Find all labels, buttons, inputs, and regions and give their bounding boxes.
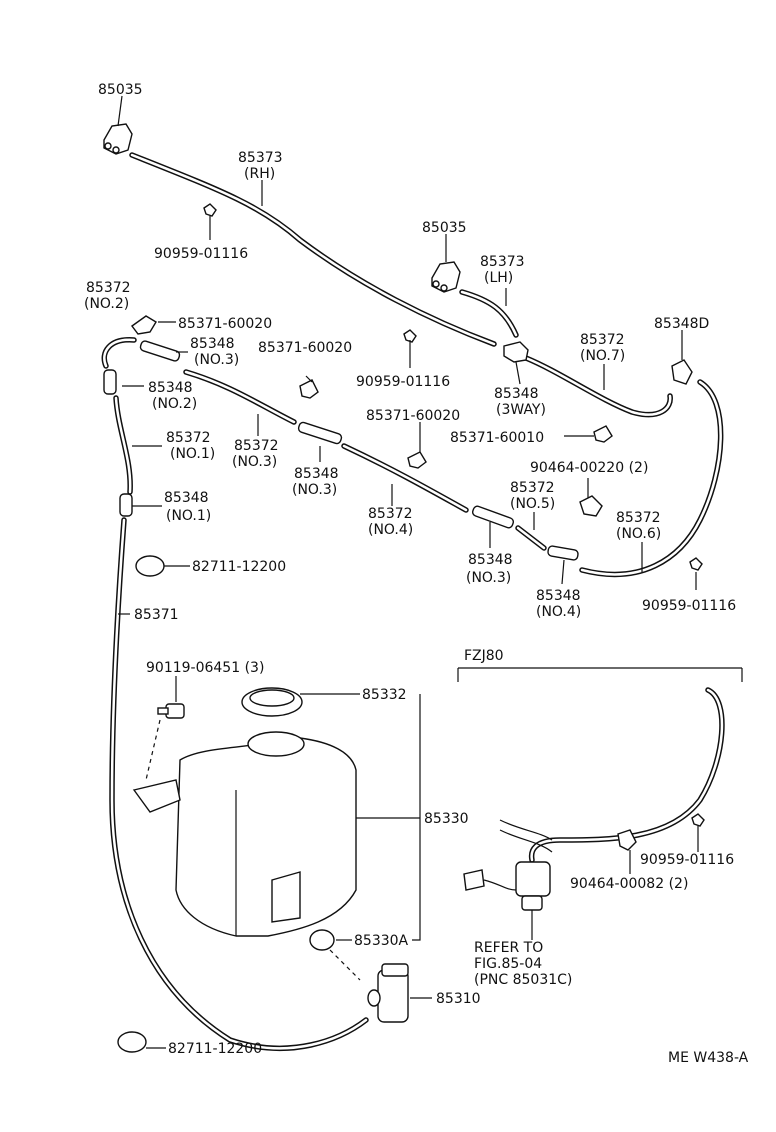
parts <box>103 123 705 1053</box>
label-hose-no3-sub: (NO.3) <box>232 454 277 470</box>
label-hose-rh-num: 85373 <box>238 150 283 166</box>
clip-90464-00082 <box>617 829 637 851</box>
label-refer-1: REFER TO <box>474 940 543 956</box>
label-joint-no1-sub: (NO.1) <box>166 508 211 524</box>
clamp-85371-60020-a <box>131 315 157 335</box>
label-hose-no4-sub: (NO.4) <box>368 522 413 538</box>
clip-90959-01116-b <box>403 329 417 343</box>
joint-85348-no1 <box>119 493 133 517</box>
label-hose-main: 85371 <box>134 607 179 623</box>
label-joint-no1-num: 85348 <box>164 490 209 506</box>
label-nozzle-lh: 85035 <box>422 220 467 236</box>
label-variant: FZJ80 <box>464 648 504 664</box>
label-tank: 85330 <box>424 811 469 827</box>
label-cap: 85332 <box>362 687 407 703</box>
joint-85348d <box>671 359 693 385</box>
label-hose-no5-num: 85372 <box>510 480 555 496</box>
label-clip-c: 90464-00220 (2) <box>530 460 648 476</box>
label-refer-2: FIG.85-04 <box>474 956 542 972</box>
label-joint-no4-num: 85348 <box>536 588 581 604</box>
nozzle-85035-lh <box>431 261 461 293</box>
cap-85332 <box>241 687 303 717</box>
label-clip-f: 90464-00082 (2) <box>570 876 688 892</box>
clip-90959-01116-a <box>203 203 217 217</box>
label-hose-lh-sub: (LH) <box>484 270 513 286</box>
label-hose-no1-sub: (NO.1) <box>170 446 215 462</box>
clamp-85371-60020-b <box>299 379 319 399</box>
hose-85372-no7 <box>523 355 673 418</box>
label-joint-3way-sub: (3WAY) <box>496 402 546 418</box>
label-drawing-code: ME W438-A <box>668 1050 749 1066</box>
joint-85348-3way <box>503 341 529 363</box>
label-clamp-c: 85371-60020 <box>366 408 460 424</box>
hoses <box>101 152 725 1052</box>
clip-90464-00220 <box>579 495 603 517</box>
joint-85348-no3-b <box>297 421 343 445</box>
clip-90959-01116-c <box>689 557 703 571</box>
tank-85330 <box>132 731 357 937</box>
label-joint-d: 85348D <box>654 316 709 332</box>
joint-85348-no3-c <box>471 505 515 529</box>
bolt-90119-06451 <box>157 703 185 719</box>
label-joint-no3a-sub: (NO.3) <box>194 352 239 368</box>
label-clip-d: 90959-01116 <box>642 598 736 614</box>
label-clip-a: 90959-01116 <box>154 246 248 262</box>
clamp-82711-12200-a <box>135 555 165 577</box>
label-joint-no3b-num: 85348 <box>294 466 339 482</box>
label-clip-b: 90959-01116 <box>356 374 450 390</box>
hose-85373-lh <box>459 289 519 338</box>
clamp-82711-12200-b <box>117 1031 147 1053</box>
label-joint-3way-num: 85348 <box>494 386 539 402</box>
label-joint-no2-num: 85348 <box>148 380 193 396</box>
label-joint-no3c-sub: (NO.3) <box>466 570 511 586</box>
label-clamp-e: 82711-12200 <box>192 559 286 575</box>
label-hose-lh-num: 85373 <box>480 254 525 270</box>
pump-fzj80 <box>463 861 551 911</box>
label-hose-no4-num: 85372 <box>368 506 413 522</box>
label-hose-no2-sub: (NO.2) <box>84 296 129 312</box>
label-hose-no7-sub: (NO.7) <box>580 348 625 364</box>
label-hose-rh-sub: (RH) <box>244 166 275 182</box>
grommet-85330a <box>309 929 335 951</box>
label-joint-no2-sub: (NO.2) <box>152 396 197 412</box>
label-clamp-b: 85371-60020 <box>258 340 352 356</box>
labels: 85035 85373 (RH) 90959-01116 85035 85373… <box>84 82 749 1066</box>
label-hose-no3-num: 85372 <box>234 438 279 454</box>
clamp-85371-60010 <box>593 425 613 443</box>
label-joint-no4-sub: (NO.4) <box>536 604 581 620</box>
label-clamp-f: 82711-12200 <box>168 1041 262 1057</box>
label-clip-e: 90959-01116 <box>640 852 734 868</box>
joint-85348-no2 <box>103 369 117 395</box>
nozzle-85035-rh <box>103 123 133 155</box>
label-joint-no3a-num: 85348 <box>190 336 235 352</box>
label-clamp-a: 85371-60020 <box>178 316 272 332</box>
pump-85310 <box>367 963 409 1023</box>
label-refer-3: (PNC 85031C) <box>474 972 572 988</box>
label-grommet: 85330A <box>354 933 409 949</box>
label-hose-no7-num: 85372 <box>580 332 625 348</box>
clamp-85371-60020-c <box>407 451 427 469</box>
hose-85372-no6 <box>579 379 724 578</box>
label-joint-no3b-sub: (NO.3) <box>292 482 337 498</box>
label-pump: 85310 <box>436 991 481 1007</box>
leader-lines <box>117 95 743 1049</box>
label-hose-no5-sub: (NO.5) <box>510 496 555 512</box>
hose-85372-no2 <box>101 337 137 369</box>
label-hose-no1-num: 85372 <box>166 430 211 446</box>
label-hose-no2-num: 85372 <box>86 280 131 296</box>
label-bolt: 90119-06451 (3) <box>146 660 264 676</box>
joint-85348-no4 <box>547 545 579 561</box>
label-joint-no3c-num: 85348 <box>468 552 513 568</box>
label-hose-no6-sub: (NO.6) <box>616 526 661 542</box>
label-hose-no6-num: 85372 <box>616 510 661 526</box>
label-nozzle-rh: 85035 <box>98 82 143 98</box>
clip-90959-01116-d <box>691 813 705 827</box>
joint-85348-no3-a <box>139 340 181 362</box>
label-clamp-d: 85371-60010 <box>450 430 544 446</box>
